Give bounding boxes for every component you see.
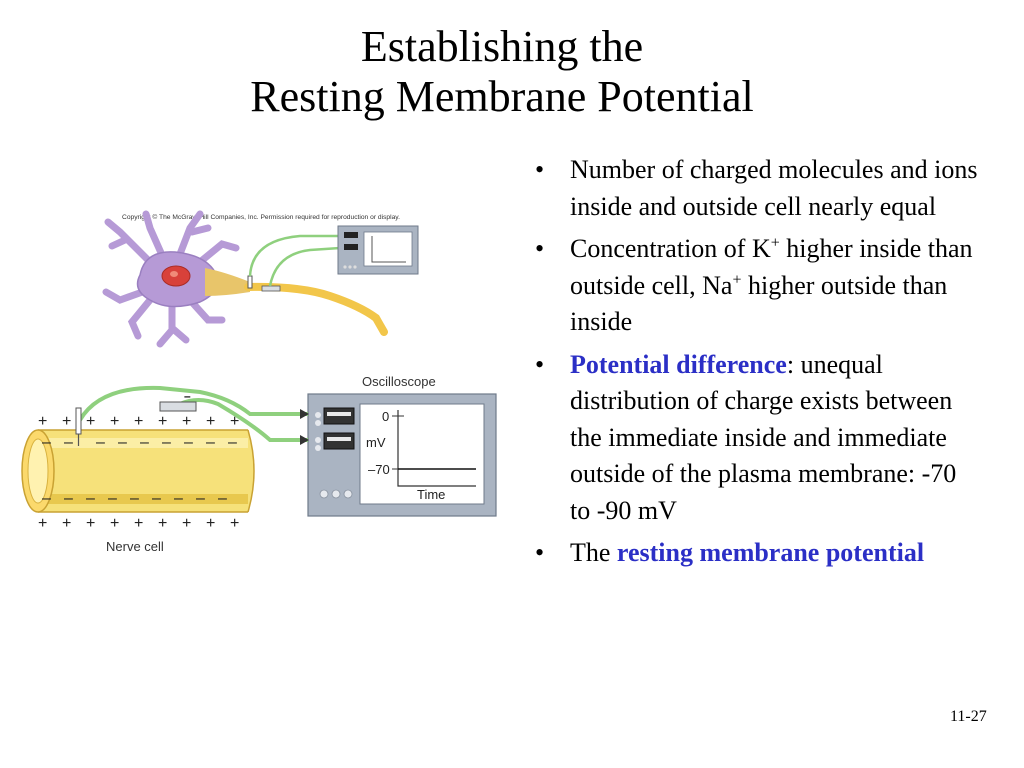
bullet-dot: • <box>535 155 545 184</box>
svg-text:+: + <box>134 413 143 430</box>
svg-text:+: + <box>110 413 119 430</box>
svg-text:–: – <box>152 490 161 507</box>
svg-text:–: – <box>130 490 139 507</box>
svg-text:+: + <box>62 515 71 532</box>
bullet-2-post: higher outside than inside <box>570 270 948 337</box>
scope-minus70-label: –70 <box>368 462 390 477</box>
svg-text:–: – <box>228 434 237 451</box>
bullet-2-mid: higher inside than outside cell, Na <box>570 234 973 300</box>
scope-zero-label: 0 <box>382 409 389 424</box>
bullet-4-pre: The <box>570 538 617 567</box>
svg-text:–: – <box>118 434 127 451</box>
charge-signs: +++ +++ +++ +++ +++ +++ ––– ––– ––– ––– … <box>38 413 239 532</box>
svg-text:+: + <box>86 413 95 430</box>
bullet-list: • Number of charged molecules and ions i… <box>532 152 982 578</box>
bullet-2-pre: Concentration of K <box>570 234 771 263</box>
svg-text:–: – <box>184 434 193 451</box>
svg-text:–: – <box>64 434 73 451</box>
svg-text:+: + <box>62 413 71 430</box>
electrode-sign: – <box>184 389 191 403</box>
bullet-item-3: • Potential difference: unequal distribu… <box>532 347 982 530</box>
title-line-1: Establishing the <box>360 22 644 71</box>
svg-text:+: + <box>134 515 143 532</box>
svg-text:+: + <box>230 413 239 430</box>
svg-text:+: + <box>206 413 215 430</box>
svg-text:+: + <box>182 515 191 532</box>
svg-text:+: + <box>110 515 119 532</box>
bullet-dot: • <box>535 538 545 567</box>
bullet-4-emphasis: resting membrane potential <box>616 538 925 567</box>
svg-text:+: + <box>86 515 95 532</box>
svg-text:+: + <box>38 413 47 430</box>
svg-text:+: + <box>38 515 47 532</box>
svg-text:–: – <box>108 490 117 507</box>
bullet-dot: • <box>535 349 545 379</box>
slide-number: 11-27 <box>950 708 987 725</box>
bullet-2-sup2: + <box>732 270 742 288</box>
svg-text:–: – <box>42 490 51 507</box>
svg-text:–: – <box>218 490 227 507</box>
svg-text:+: + <box>206 515 215 532</box>
copyright-note: Copyright © The McGraw-Hill Companies, I… <box>122 214 400 221</box>
svg-text:+: + <box>158 413 167 430</box>
bullet-dot: • <box>535 234 545 263</box>
svg-text:–: – <box>206 434 215 451</box>
title-line-2: Resting Membrane Potential <box>250 72 754 121</box>
bullet-3-rest: : unequal distribution of charge exists … <box>570 349 957 525</box>
bullet-item-1: • Number of charged molecules and ions i… <box>532 152 982 225</box>
bullet-item-4: • The resting membrane potential <box>532 535 982 572</box>
bullet-1-text: Number of charged molecules and ions ins… <box>570 155 978 221</box>
svg-text:–: – <box>42 434 51 451</box>
scope-unit-label: mV <box>366 435 386 450</box>
svg-text:–: – <box>162 434 171 451</box>
svg-text:–: – <box>140 434 149 451</box>
oscilloscope-device: 0 mV –70 Time <box>307 393 497 517</box>
nerve-cell-label: Nerve cell <box>106 539 164 554</box>
bullet-item-2: • Concentration of K+ higher inside than… <box>532 231 982 341</box>
svg-text:–: – <box>96 434 105 451</box>
membrane-potential-figure: Copyright © The McGraw-Hill Companies, I… <box>21 210 497 554</box>
bullet-3-emphasis: Potential difference <box>570 349 787 379</box>
svg-text:–: – <box>196 490 205 507</box>
nerve-cell-cylinder <box>21 429 255 513</box>
oscilloscope-label: Oscilloscope <box>362 374 436 389</box>
slide-title: Establishing the Resting Membrane Potent… <box>0 22 1004 122</box>
scope-time-label: Time <box>417 487 445 502</box>
svg-text:+: + <box>182 413 191 430</box>
svg-text:–: – <box>174 490 183 507</box>
svg-text:+: + <box>230 515 239 532</box>
svg-text:–: – <box>86 490 95 507</box>
neuron-illustration <box>102 210 419 348</box>
svg-text:–: – <box>64 490 73 507</box>
bullet-2-sup1: + <box>770 234 780 252</box>
svg-text:+: + <box>158 515 167 532</box>
